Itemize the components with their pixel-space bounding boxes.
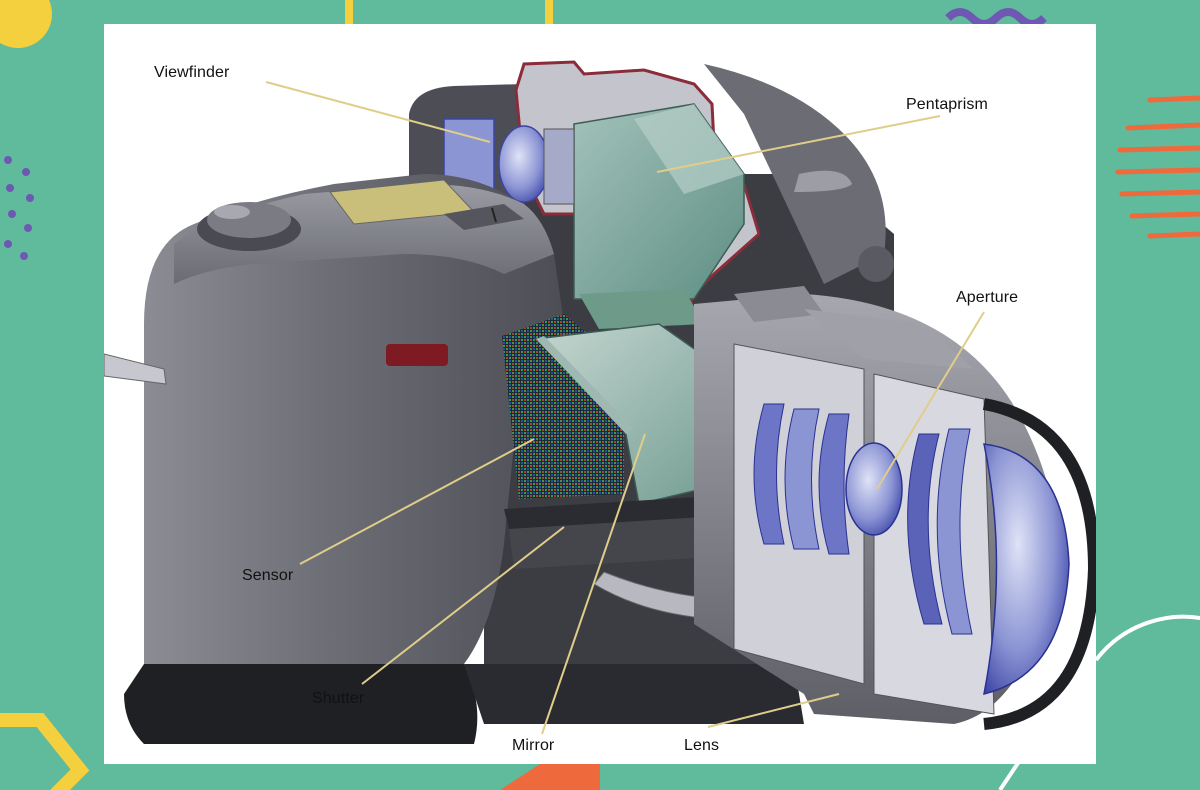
leader-lines: [265, 81, 985, 735]
side-knob: [858, 246, 894, 282]
label-pentaprism: Pentaprism: [906, 96, 988, 113]
rear-lens-element-1: [753, 403, 785, 545]
pentaprism-leader-line: [656, 115, 941, 173]
yellow-bar-decoration: [345, 0, 353, 24]
white-line-decoration: [998, 758, 1022, 790]
mirror-edge: [536, 336, 634, 434]
red-indicator-light: [386, 344, 448, 366]
camera-base: [124, 664, 478, 744]
yellow-chevron-decoration: [0, 713, 90, 790]
camera-cutaway-diagram: [104, 60, 1096, 744]
label-viewfinder: Viewfinder: [154, 64, 230, 81]
camera-base-front: [464, 664, 804, 724]
label-aperture: Aperture: [956, 289, 1019, 306]
mirror-leader-line: [541, 433, 646, 735]
label-shutter: Shutter: [312, 690, 365, 707]
label-sensor: Sensor: [242, 567, 294, 584]
focusing-screen: [579, 289, 704, 329]
front-objective-lens: [983, 443, 1070, 696]
viewfinder-frame: [543, 128, 575, 205]
strap-lug: [104, 353, 167, 385]
mode-dial-highlight: [214, 205, 250, 219]
shutter-release-slot: [491, 207, 497, 223]
viewfinder-lens: [498, 125, 550, 203]
orange-triangle-decoration: [500, 764, 600, 790]
sensor-leader-line: [299, 438, 535, 565]
front-lens-element-2: [936, 428, 973, 635]
rear-lens-element-2: [784, 408, 820, 550]
label-mirror: Mirror: [512, 737, 555, 754]
top-hump: [704, 64, 886, 284]
focus-ring: [734, 286, 824, 322]
label-lens: Lens: [684, 737, 720, 754]
zoom-ring: [804, 309, 974, 369]
aperture-leader-line: [876, 311, 985, 490]
purple-dots-decoration: [4, 156, 34, 260]
rear-lens-element-3: [818, 413, 850, 555]
orange-stripes-decoration: [1115, 95, 1200, 239]
purple-wave-decoration: [945, 8, 1047, 28]
lens-barrel-inner-front: [873, 373, 995, 715]
lens-front-rim: [982, 398, 1096, 730]
front-lens-element-1: [907, 433, 943, 625]
yellow-dot-decoration: [0, 0, 52, 48]
white-arc-decoration: [1094, 614, 1200, 662]
yellow-bar-decoration: [545, 0, 553, 24]
viewfinder-leader-line: [265, 81, 491, 143]
shutter-curtain: [504, 494, 754, 529]
lens-leader-line: [707, 693, 840, 728]
aperture-element: [845, 442, 903, 536]
pentaprism-face: [634, 104, 744, 194]
shutter-release-button: [444, 204, 524, 230]
shutter-leader-line: [361, 526, 565, 685]
camera-grip: [144, 174, 564, 664]
diagram-panel: Viewfinder Pentaprism Aperture Sensor Sh…: [104, 24, 1096, 764]
hump-highlight: [794, 170, 852, 192]
